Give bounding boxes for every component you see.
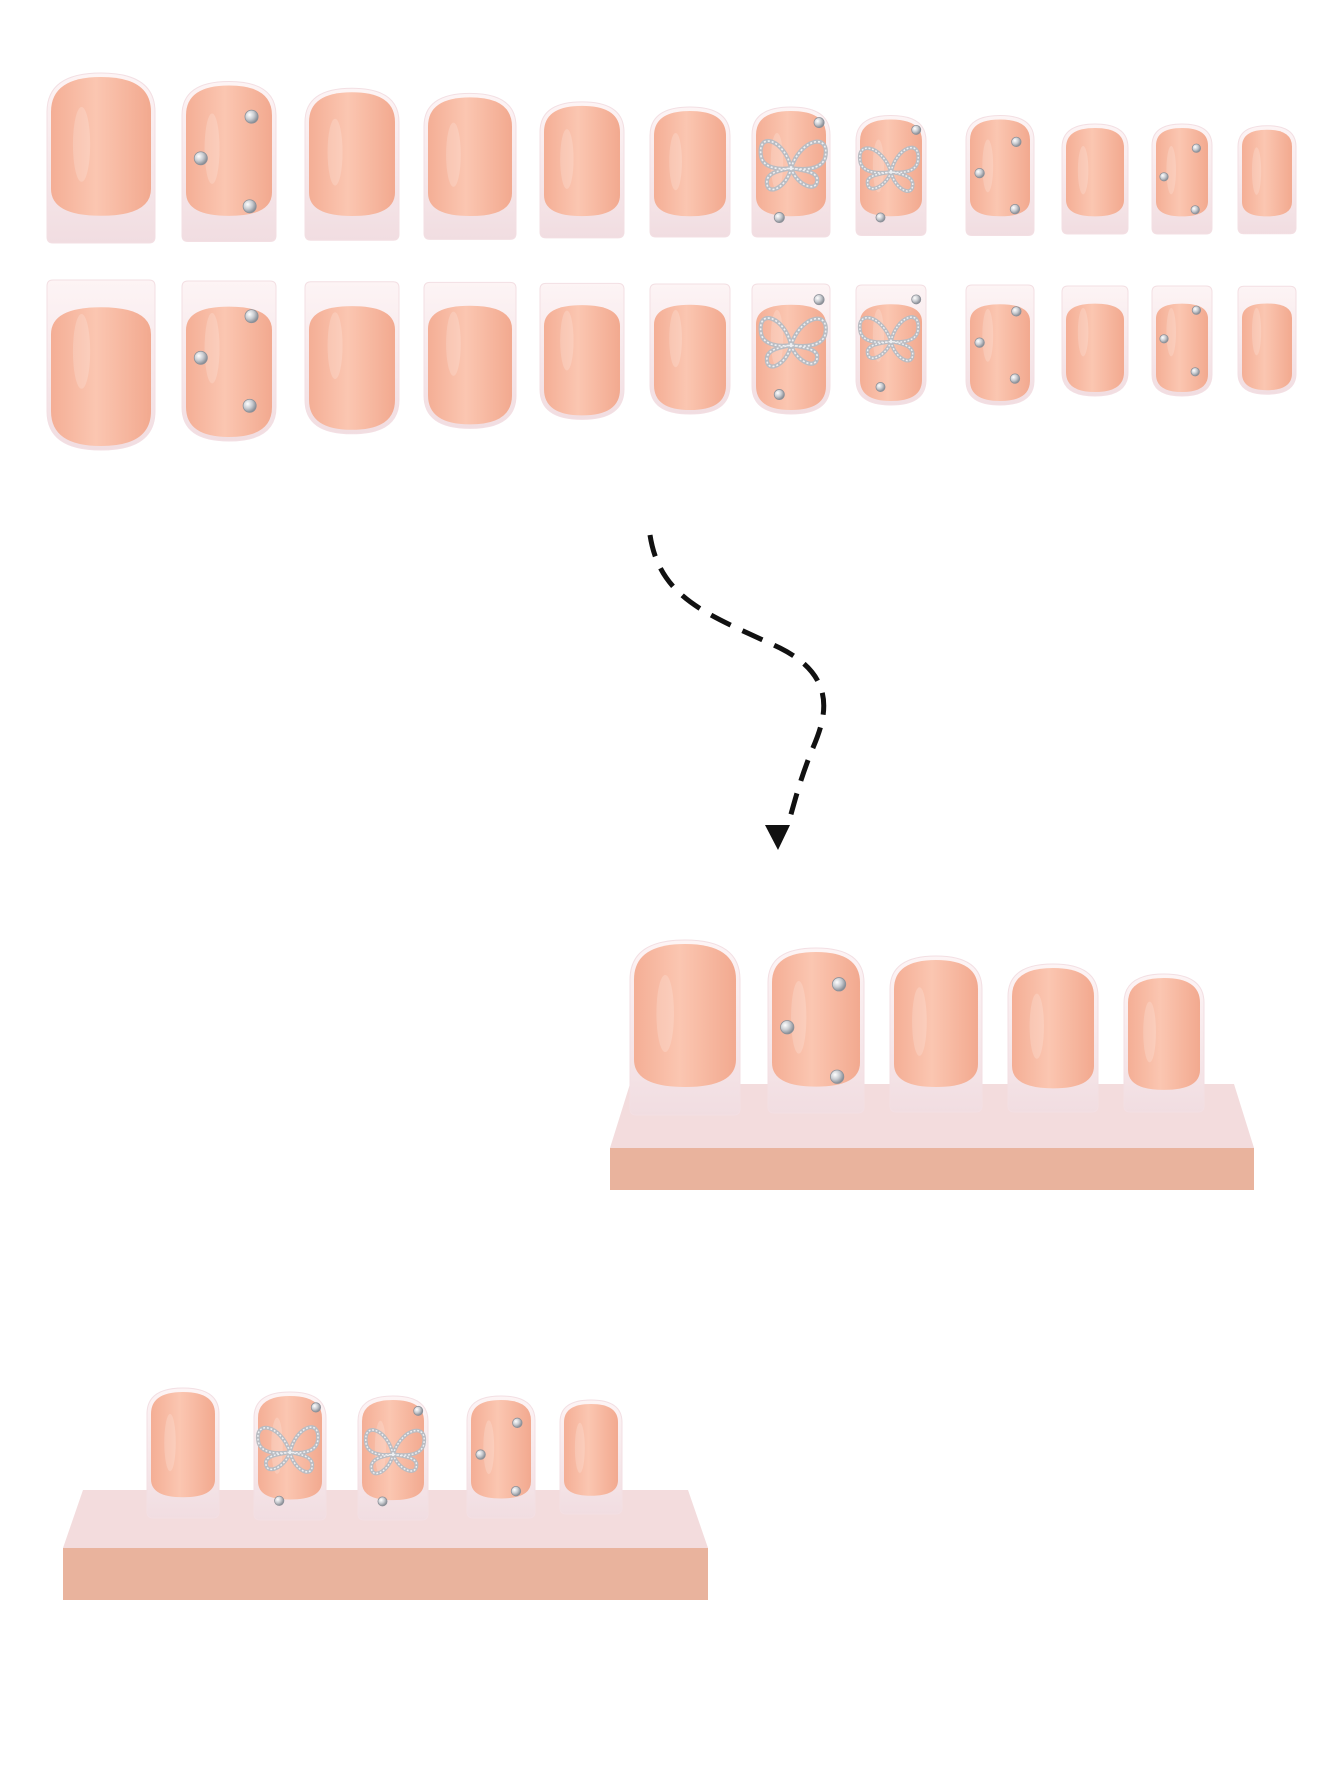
rhinestone bbox=[813, 117, 825, 129]
nail-set-top-row bbox=[46, 72, 1297, 244]
press-on-nail bbox=[466, 1395, 536, 1519]
rhinestone bbox=[831, 977, 847, 992]
rhinestone bbox=[911, 124, 922, 135]
press-on-nail bbox=[649, 106, 731, 238]
rhinestone bbox=[244, 109, 259, 124]
rhinestone bbox=[1009, 203, 1021, 215]
rhinestone bbox=[1190, 367, 1200, 377]
press-on-nail bbox=[855, 114, 927, 236]
rhinestone bbox=[773, 212, 785, 223]
press-on-nail bbox=[423, 281, 517, 429]
rhinestone bbox=[1011, 136, 1022, 148]
press-on-nail bbox=[965, 114, 1035, 236]
rhinestone bbox=[1011, 306, 1022, 317]
press-on-nail bbox=[1237, 285, 1297, 395]
press-on-nail bbox=[767, 947, 865, 1114]
press-on-nail bbox=[46, 72, 156, 244]
rhinestone bbox=[475, 1449, 486, 1460]
press-on-nail bbox=[181, 280, 277, 442]
rhinestone bbox=[1191, 143, 1202, 153]
butterfly-charm bbox=[857, 315, 921, 363]
butterfly-charm bbox=[857, 145, 921, 193]
butterfly-charm bbox=[363, 1428, 427, 1476]
rhinestone bbox=[1159, 334, 1169, 344]
rhinestone bbox=[911, 294, 922, 305]
press-on-nail bbox=[629, 939, 741, 1116]
rhinestone bbox=[830, 1069, 845, 1084]
press-on-nail bbox=[889, 955, 983, 1113]
press-on-nail bbox=[1151, 123, 1213, 235]
rhinestone bbox=[244, 309, 259, 324]
stand-front-face bbox=[63, 1548, 708, 1600]
butterfly-charm bbox=[255, 1425, 320, 1474]
rhinestone bbox=[413, 1405, 424, 1416]
rhinestone bbox=[1009, 373, 1021, 384]
press-on-nail bbox=[1007, 963, 1099, 1113]
press-on-nail bbox=[304, 281, 400, 435]
rhinestone bbox=[193, 350, 208, 365]
press-on-nail bbox=[304, 87, 400, 241]
nail-set-bottom-row bbox=[46, 279, 1297, 451]
press-on-nail bbox=[46, 279, 156, 451]
press-on-nail bbox=[253, 1391, 327, 1521]
rhinestone bbox=[780, 1020, 795, 1035]
butterfly-charm bbox=[758, 138, 828, 192]
rhinestone bbox=[510, 1486, 522, 1497]
rhinestone bbox=[242, 398, 257, 413]
stand-front-face bbox=[610, 1148, 1254, 1190]
press-on-nail bbox=[539, 101, 625, 239]
press-on-nail bbox=[751, 106, 831, 238]
rhinestone bbox=[875, 212, 886, 223]
rhinestone bbox=[813, 294, 825, 306]
rhinestone bbox=[1190, 205, 1200, 215]
press-on-nail bbox=[1123, 973, 1205, 1113]
press-on-nail bbox=[181, 80, 277, 242]
press-on-nail bbox=[1237, 125, 1297, 235]
dashed-curved-arrow-icon bbox=[647, 534, 827, 850]
rhinestone bbox=[1159, 172, 1169, 182]
display-stand-right bbox=[610, 939, 1254, 1190]
press-on-nail bbox=[1061, 123, 1129, 235]
rhinestone bbox=[512, 1417, 523, 1428]
rhinestone bbox=[974, 167, 985, 179]
press-on-nail bbox=[1061, 285, 1129, 397]
press-on-nail bbox=[423, 92, 517, 240]
rhinestone bbox=[875, 382, 886, 392]
rhinestone bbox=[377, 1496, 388, 1507]
rhinestone bbox=[1191, 305, 1202, 315]
rhinestone bbox=[974, 337, 985, 348]
rhinestone bbox=[274, 1495, 285, 1506]
press-on-nail bbox=[965, 284, 1035, 406]
rhinestone bbox=[773, 389, 785, 400]
press-on-nail bbox=[539, 282, 625, 420]
rhinestone bbox=[242, 199, 257, 214]
press-on-nail bbox=[649, 283, 731, 415]
display-stand-left bbox=[63, 1387, 708, 1600]
rhinestone bbox=[310, 1402, 322, 1413]
butterfly-charm bbox=[758, 315, 828, 369]
press-on-nail bbox=[357, 1395, 429, 1521]
press-on-nail bbox=[1151, 285, 1213, 397]
press-on-nail bbox=[751, 283, 831, 415]
press-on-nail bbox=[146, 1387, 220, 1519]
rhinestone bbox=[193, 151, 208, 166]
press-on-nail bbox=[855, 284, 927, 406]
press-on-nail bbox=[559, 1399, 623, 1515]
